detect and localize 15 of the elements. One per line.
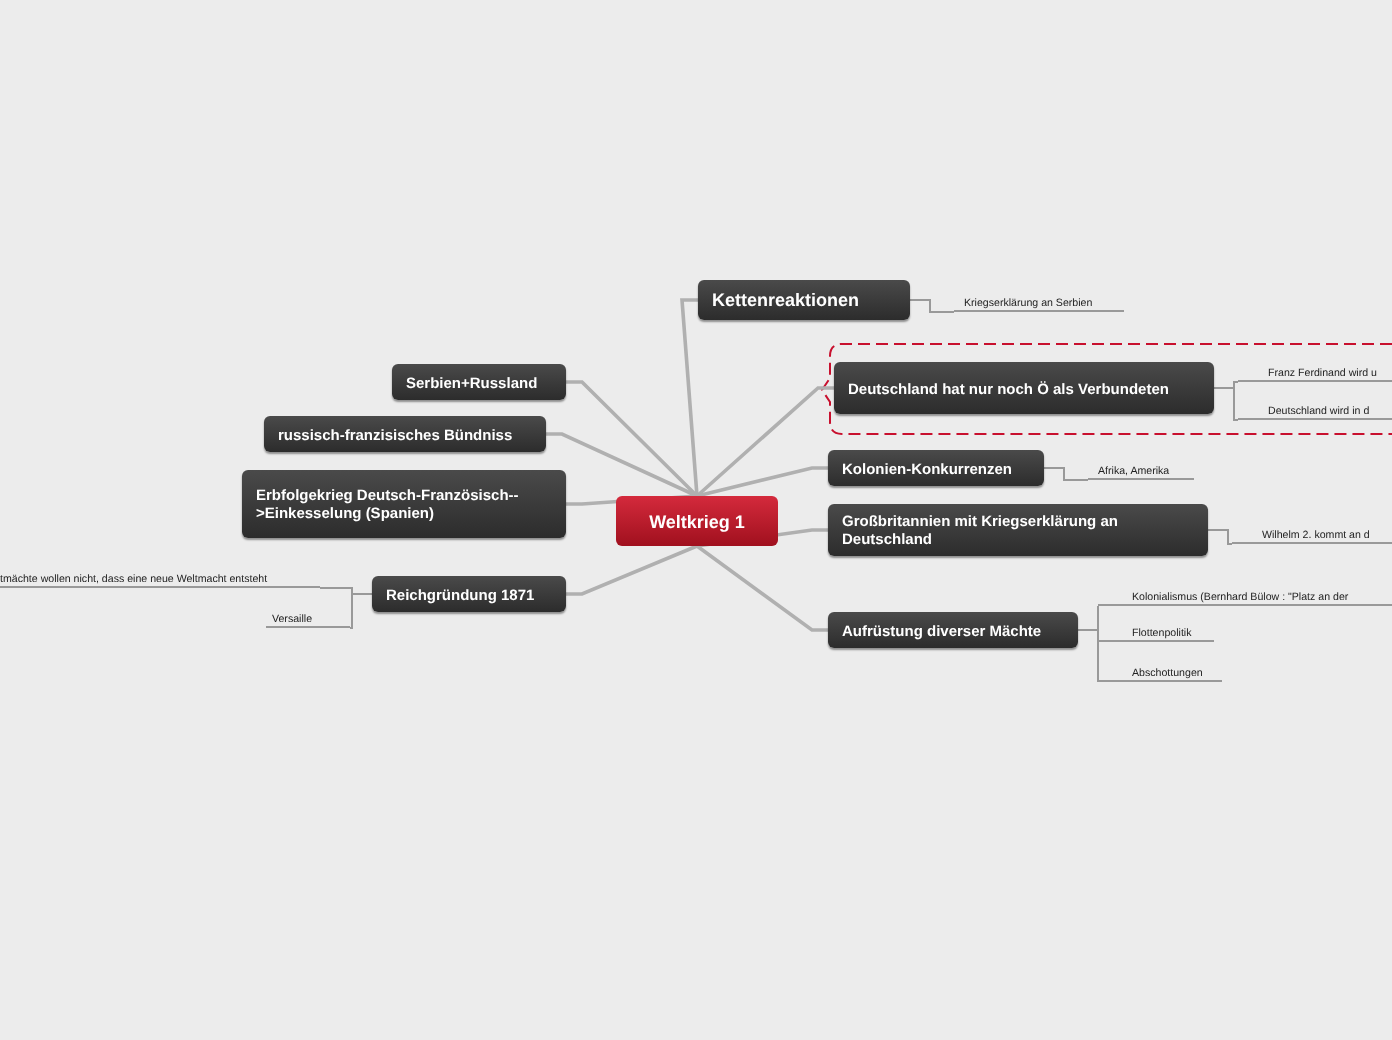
connector-line: [1077, 629, 1099, 683]
connector-line: [1207, 529, 1233, 545]
connector-line: [546, 432, 698, 498]
central-topic-box: Weltkrieg 1: [616, 496, 778, 546]
connector-line: [1043, 467, 1089, 481]
connector-line: [349, 593, 373, 629]
connector-line: [696, 466, 828, 498]
connector-line: [1213, 387, 1239, 421]
connector-line: [909, 299, 955, 313]
topic-box: Kettenreaktionen: [698, 280, 910, 320]
connector-line: [695, 386, 834, 498]
connector-line: [566, 380, 699, 498]
connector-line: [695, 544, 828, 632]
connector-line: [566, 544, 698, 596]
connector-line: [680, 298, 699, 497]
